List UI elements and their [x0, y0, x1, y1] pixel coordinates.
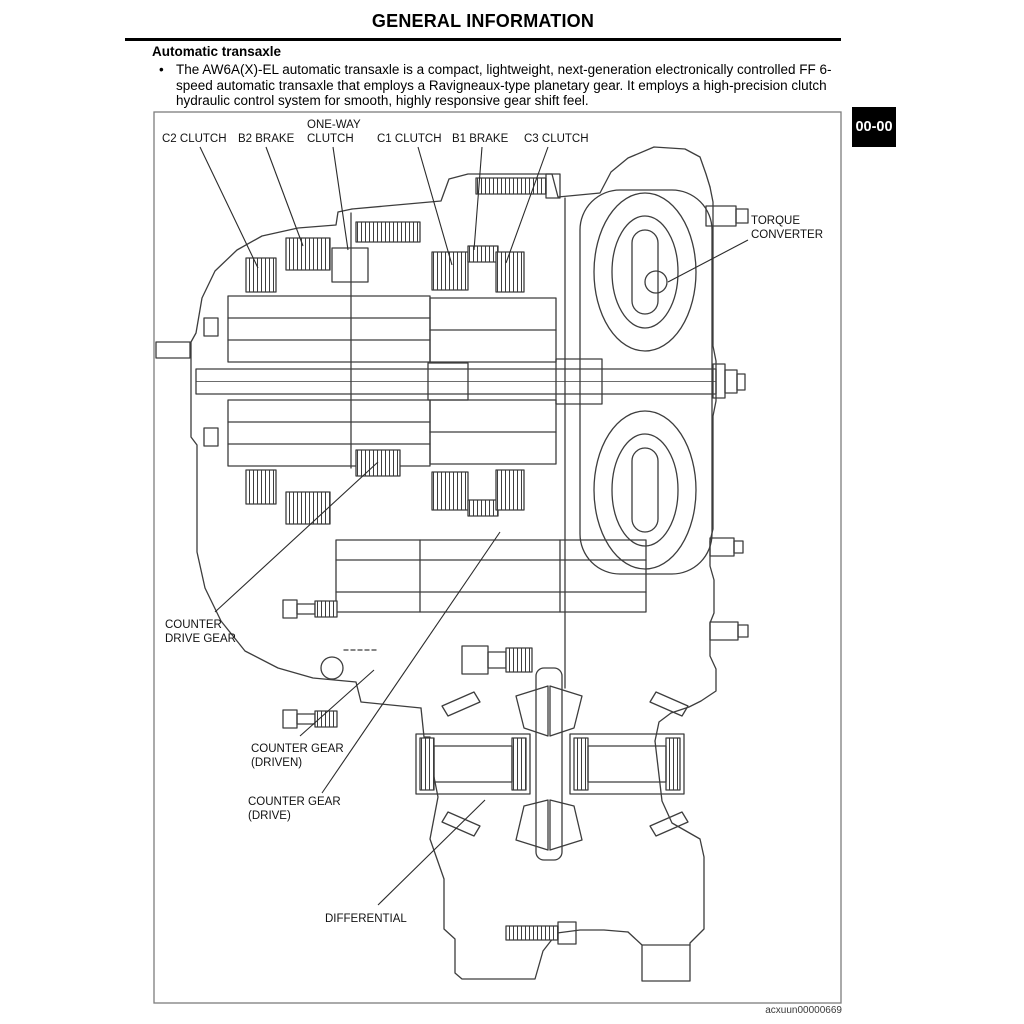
case-top-outline [351, 146, 711, 210]
case-stubs [705, 205, 749, 641]
main-shaft-drawing [155, 341, 717, 405]
clutch-packs [245, 177, 547, 525]
page-number-tab: 00-00 [852, 107, 896, 147]
label-c1-clutch: C1 CLUTCH [377, 133, 442, 145]
diff-case-right [627, 740, 705, 982]
section-heading: Automatic transaxle [152, 44, 282, 59]
label-counter-gear-drive-line1: COUNTER GEAR [248, 796, 341, 808]
label-b1-brake: B1 BRAKE [452, 133, 509, 145]
transaxle-drawing [155, 146, 749, 982]
label-one-way-clutch-line1: ONE-WAY [307, 119, 361, 131]
label-c2-clutch: C2 CLUTCH [162, 133, 227, 145]
leader-lines [199, 146, 749, 906]
label-one-way-clutch-line2: CLUTCH [307, 133, 354, 145]
label-differential: DIFFERENTIAL [325, 913, 407, 925]
differential-drawing [415, 667, 689, 945]
leader-b1-brake [473, 146, 483, 251]
case-right-outline [654, 186, 717, 742]
leader-differential [377, 799, 486, 906]
label-counter-gear-driven-line1: COUNTER GEAR [251, 743, 344, 755]
label-torque-converter-line1: TORQUE [751, 215, 800, 227]
leader-b2-brake [265, 146, 304, 247]
leader-one-way-clutch [332, 146, 349, 251]
bullet-marker: • [159, 62, 164, 77]
label-counter-gear-driven-line2: (DRIVEN) [251, 757, 302, 769]
label-torque-converter-line2: CONVERTER [751, 229, 823, 241]
leader-counter-gear-driven [299, 669, 375, 737]
label-counter-drive-gear-line1: COUNTER [165, 619, 222, 631]
label-b2-brake: B2 BRAKE [238, 133, 295, 145]
header-rule [125, 38, 841, 41]
callout-labels: C2 CLUTCH B2 BRAKE ONE-WAY CLUTCH C1 CLU… [162, 119, 823, 925]
label-counter-gear-drive-line2: (DRIVE) [248, 810, 291, 822]
leader-c3-clutch [505, 146, 549, 264]
case-left-outline [190, 208, 422, 709]
leader-torque-converter [667, 239, 749, 283]
label-c3-clutch: C3 CLUTCH [524, 133, 589, 145]
leader-c2-clutch [199, 146, 259, 269]
page-title: GENERAL INFORMATION [371, 11, 595, 31]
geartrain-drums [203, 247, 557, 467]
leader-counter-drive-gear [214, 461, 379, 613]
leader-counter-gear-drive [321, 531, 501, 794]
label-counter-drive-gear-line2: DRIVE GEAR [165, 633, 236, 645]
leader-c1-clutch [417, 146, 453, 266]
counter-gear-housing [282, 539, 647, 729]
bullet-text: The AW6A(X)-EL automatic transaxle is a … [176, 62, 832, 109]
figure-code: acxuun00000669 [765, 1005, 842, 1016]
bullet-item: • The AW6A(X)-EL automatic transaxle is … [159, 62, 849, 109]
